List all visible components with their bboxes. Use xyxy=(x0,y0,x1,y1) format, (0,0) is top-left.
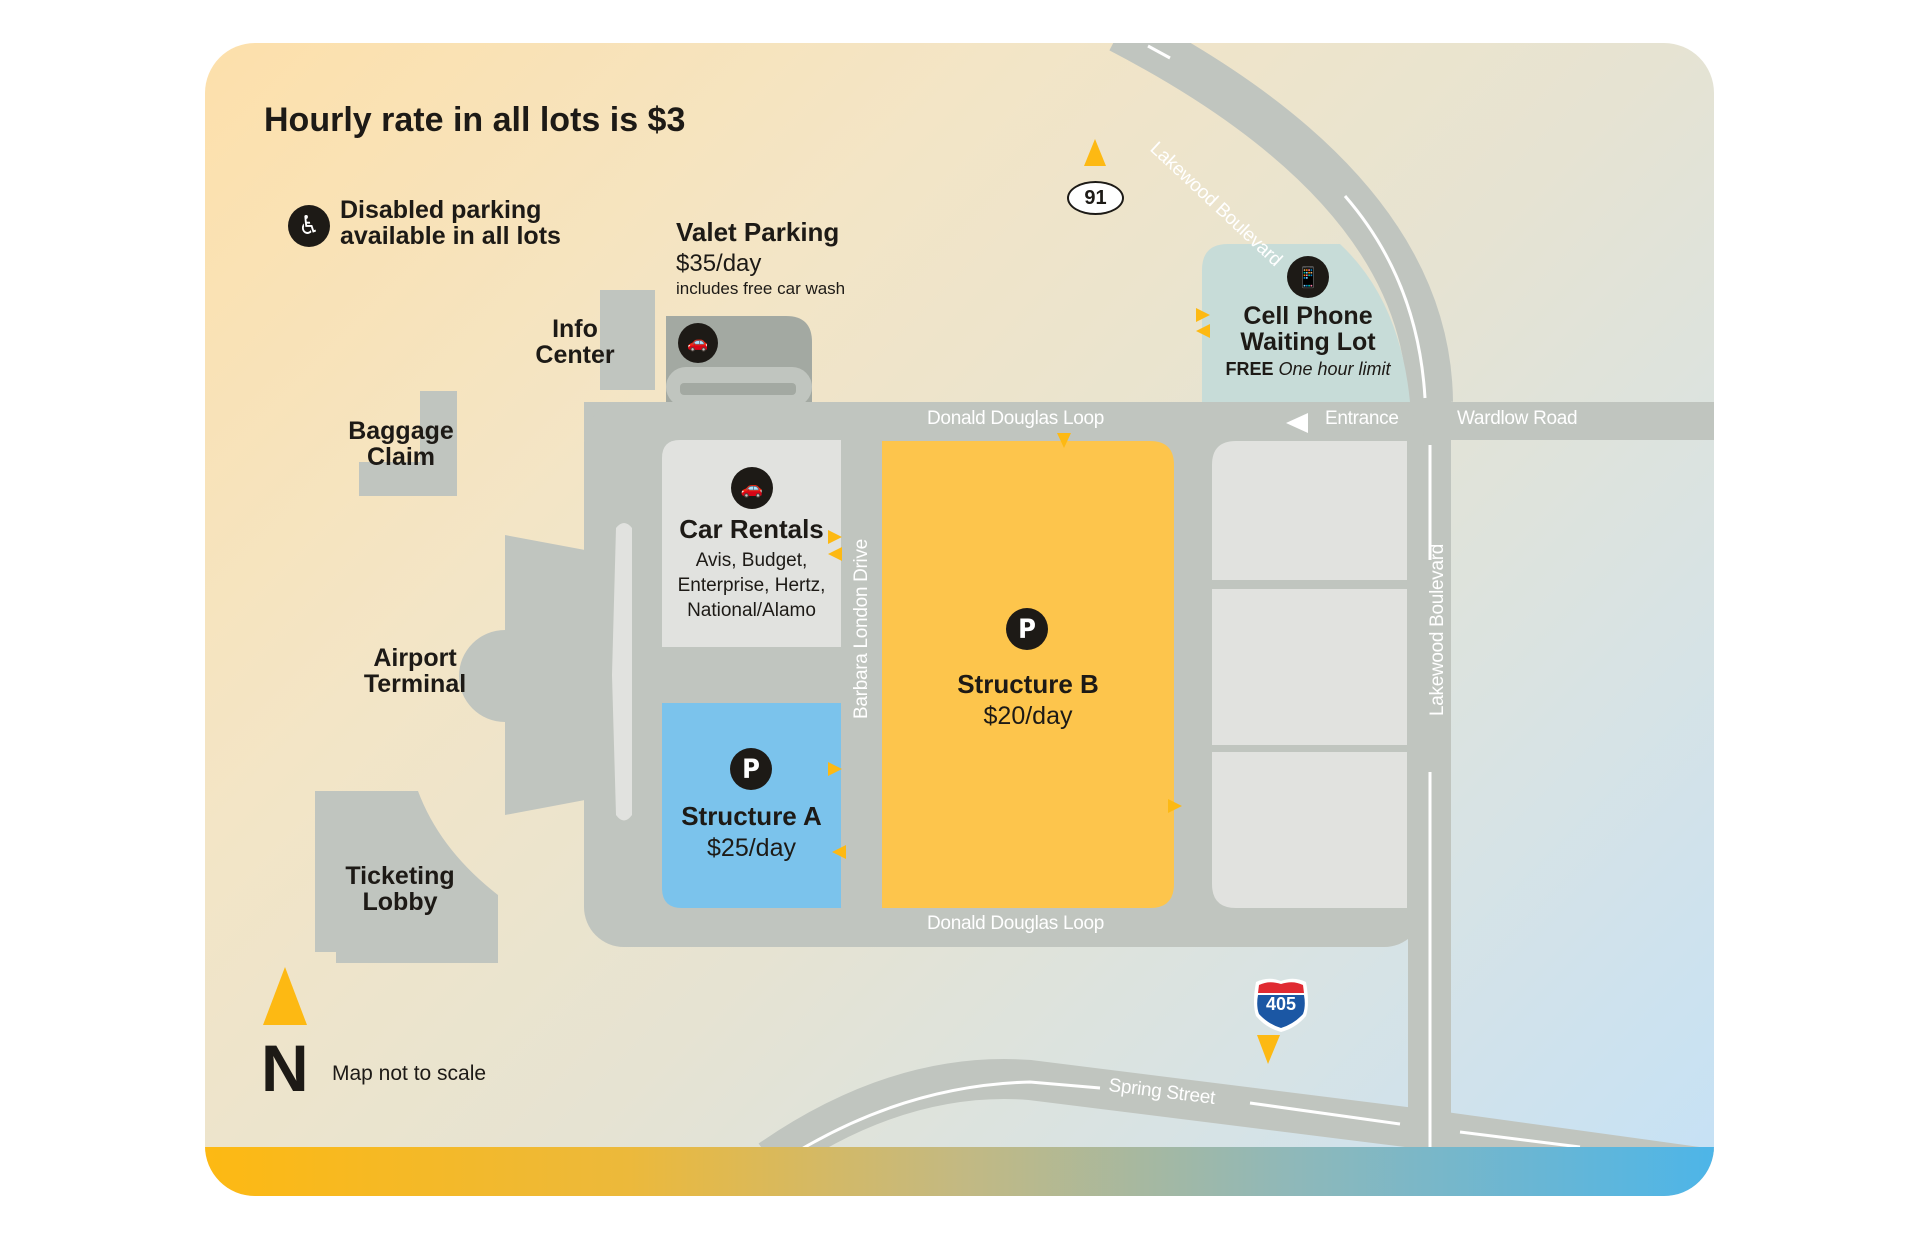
map-panel: Hourly rate in all lots is $3 ♿ Disabled… xyxy=(205,43,1714,1196)
disabled-line-2: available in all lots xyxy=(340,222,561,251)
north-label: N xyxy=(261,1031,309,1105)
north-arrow xyxy=(263,967,307,1025)
ticketing-line-2: Lobby xyxy=(362,888,438,917)
cell-lot-limit: One hour limit xyxy=(1278,358,1391,379)
ticketing-lobby-building xyxy=(315,791,498,963)
cell-phone-lot-area xyxy=(1202,244,1410,402)
road-label-entrance: Entrance xyxy=(1325,408,1399,429)
cell-lot-free: FREE xyxy=(1225,358,1274,379)
terminal-line-2: Terminal xyxy=(363,670,467,699)
road-label-donald-douglas-top: Donald Douglas Loop xyxy=(927,408,1105,429)
valet-price: $35/day xyxy=(676,250,762,278)
info-center-label: Info Center xyxy=(515,316,635,369)
valet-parking-label: Valet Parking $35/day includes free car … xyxy=(676,217,846,299)
info-center-line-1: Info xyxy=(552,315,598,343)
structure-b-price: $20/day xyxy=(983,702,1073,731)
baggage-claim-building xyxy=(359,391,457,496)
parking-p-icon: P xyxy=(730,748,772,790)
spring-street-road xyxy=(758,1059,1714,1190)
interstate-shield-icon xyxy=(1254,978,1308,1032)
page-title: Hourly rate in all lots is $3 xyxy=(264,101,686,139)
baggage-line-1: Baggage xyxy=(348,417,454,445)
wheelchair-icon: ♿ xyxy=(288,205,330,247)
structure-a-name: Structure A xyxy=(681,801,822,831)
road-label-donald-douglas-bottom: Donald Douglas Loop xyxy=(927,913,1105,934)
companies-line-3: National/Alamo xyxy=(687,599,816,621)
car-rentals-title: Car Rentals xyxy=(679,514,824,544)
structure-b-name: Structure B xyxy=(957,669,1099,699)
companies-line-1: Avis, Budget, xyxy=(695,550,808,572)
baggage-line-2: Claim xyxy=(366,443,436,472)
road-label-wardlow: Wardlow Road xyxy=(1457,408,1578,429)
disabled-parking-note: Disabled parking available in all lots xyxy=(340,197,561,250)
structure-a-label[interactable]: Structure A $25/day xyxy=(662,801,841,863)
companies-line-2: Enterprise, Hertz, xyxy=(677,574,826,596)
lot-block-3 xyxy=(1212,752,1407,908)
cell-phone-icon: 📱 xyxy=(1287,256,1329,298)
interstate-405-shield: 405 xyxy=(1252,976,1310,1032)
terminal-line-1: Airport xyxy=(373,644,457,672)
cell-lot-terms: FREE One hour limit xyxy=(1208,358,1408,379)
lot-block-1 xyxy=(1212,441,1407,580)
valet-title: Valet Parking xyxy=(676,217,840,247)
structure-a-price: $25/day xyxy=(707,834,796,863)
structure-a-lot xyxy=(662,703,841,908)
lot-block-2 xyxy=(1212,589,1407,745)
airport-terminal-building xyxy=(459,535,585,815)
map-drawing xyxy=(263,43,1714,1190)
ticketing-line-1: Ticketing xyxy=(345,862,455,890)
info-center-line-2: Center xyxy=(535,341,615,370)
bottom-gradient-band xyxy=(205,1147,1714,1196)
ticketing-lobby-label: Ticketing Lobby xyxy=(325,863,475,916)
car-rentals-companies: Avis, Budget, Enterprise, Hertz, Nationa… xyxy=(662,549,841,623)
info-center-building xyxy=(600,290,655,390)
cell-phone-lot-label[interactable]: Cell Phone Waiting Lot FREE One hour lim… xyxy=(1208,303,1408,378)
cell-lot-line-2: Waiting Lot xyxy=(1240,328,1376,357)
structure-b-lot xyxy=(882,441,1174,908)
parking-p-icon: P xyxy=(1006,608,1048,650)
road-label-lakewood-vertical: Lakewood Boulevard xyxy=(1427,543,1448,717)
structure-b-label[interactable]: Structure B $20/day xyxy=(882,669,1174,731)
road-label-barbara-london: Barbara London Drive xyxy=(851,539,872,719)
airport-terminal-label: Airport Terminal xyxy=(345,645,485,698)
curb-median xyxy=(612,523,632,821)
car-rentals-label[interactable]: Car Rentals Avis, Budget, Enterprise, He… xyxy=(662,514,841,623)
direction-arrows xyxy=(828,139,1308,1064)
baggage-claim-label: Baggage Claim xyxy=(331,418,471,471)
valet-icon: 🚗 xyxy=(678,323,718,363)
disabled-line-1: Disabled parking xyxy=(340,196,542,224)
car-rentals-lot xyxy=(662,440,841,647)
valet-note: includes free car wash xyxy=(676,279,846,299)
car-rental-key-icon: 🚗 xyxy=(731,467,773,509)
scale-note: Map not to scale xyxy=(332,1062,487,1085)
cell-lot-line-1: Cell Phone xyxy=(1243,302,1373,330)
interstate-405-label: 405 xyxy=(1265,994,1297,1014)
route-91-shield: 91 xyxy=(1067,181,1124,215)
